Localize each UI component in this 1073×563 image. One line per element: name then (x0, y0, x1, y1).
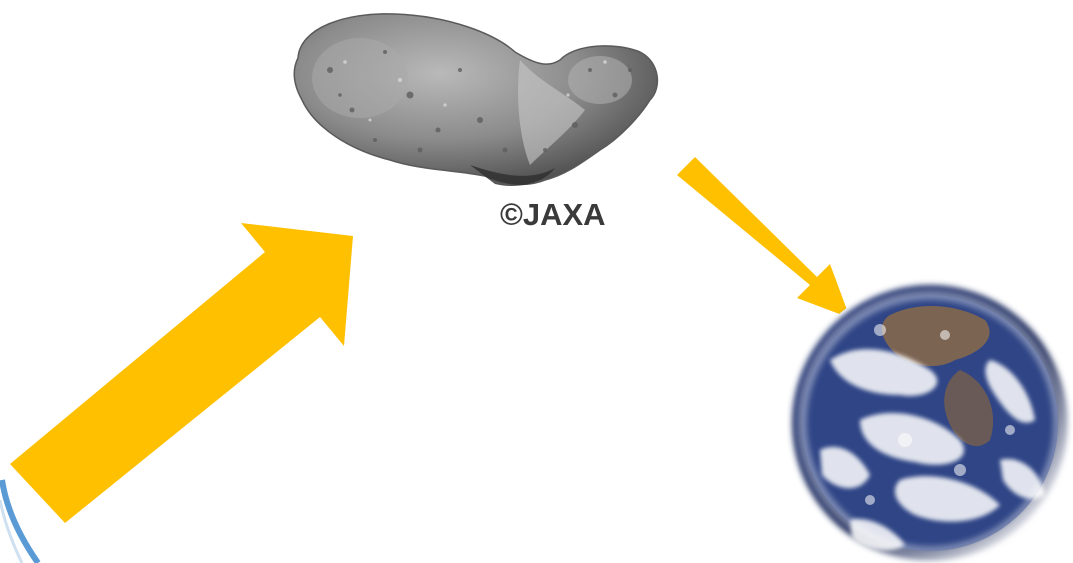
planet-horizon-arc (2, 480, 38, 563)
asteroid-itokawa-icon (294, 14, 657, 186)
arrow-down-right-icon (677, 157, 850, 318)
earth-globe-icon (788, 281, 1072, 563)
arrow-up-right-icon (10, 223, 353, 523)
copyright-credit: ©JAXA (500, 199, 606, 230)
